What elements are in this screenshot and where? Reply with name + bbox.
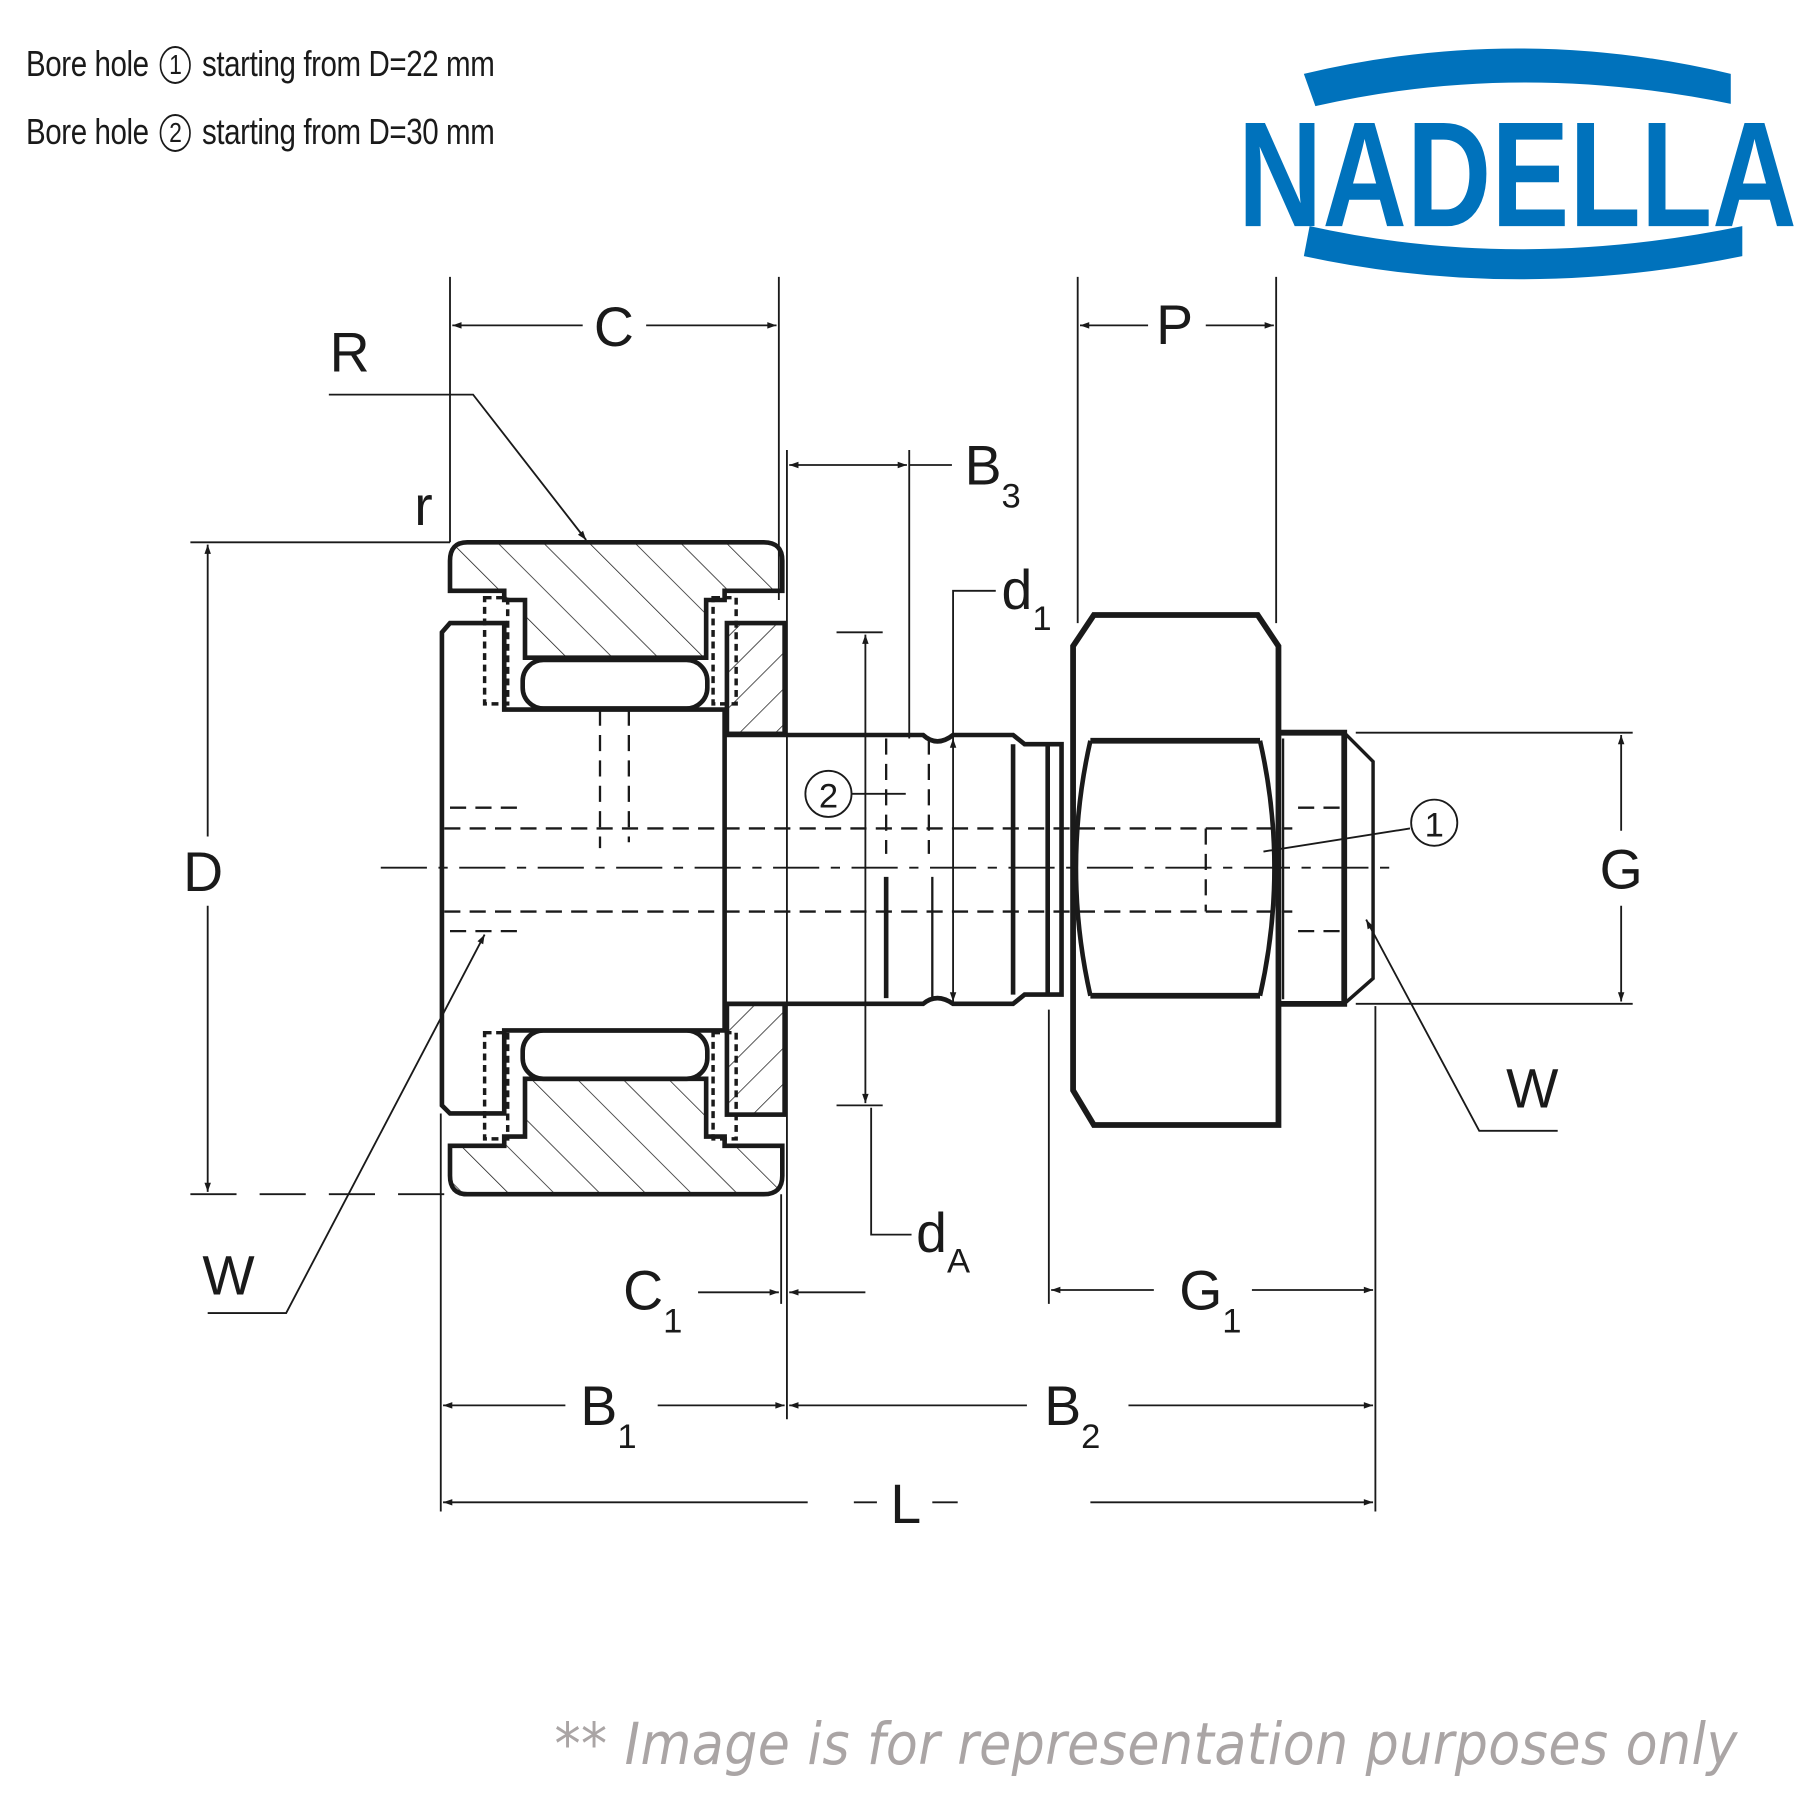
label-P: P bbox=[1156, 294, 1193, 356]
label-dA: dA bbox=[916, 1202, 971, 1281]
label-r: r bbox=[414, 475, 432, 537]
hole-marker-2: 2 bbox=[819, 778, 838, 816]
nadella-logo: NADELLA bbox=[1238, 48, 1797, 280]
logo-text: NADELLA bbox=[1238, 90, 1797, 258]
label-B3: B3 bbox=[965, 435, 1021, 516]
note-bore-hole-1: Bore hole 1 starting from D=22 mm bbox=[26, 43, 495, 84]
label-G1: G1 bbox=[1179, 1260, 1241, 1341]
label-d1: d1 bbox=[1002, 559, 1052, 638]
disclaimer-text: ** Image is for representation purposes … bbox=[554, 1710, 1738, 1778]
label-C: C bbox=[594, 296, 634, 358]
label-D: D bbox=[183, 841, 223, 903]
label-W-left: W bbox=[202, 1245, 255, 1307]
note-bore-hole-2: Bore hole 2 starting from D=30 mm bbox=[26, 111, 495, 152]
label-R: R bbox=[330, 322, 370, 384]
label-B1: B1 bbox=[580, 1375, 636, 1456]
bore-hole-notes: Bore hole 1 starting from D=22 mm Bore h… bbox=[26, 30, 495, 166]
circled-marker-1: 1 bbox=[159, 46, 191, 84]
hole-marker-1: 1 bbox=[1425, 807, 1444, 845]
label-G: G bbox=[1600, 838, 1643, 900]
label-W-right: W bbox=[1506, 1058, 1559, 1120]
label-B2: B2 bbox=[1044, 1375, 1100, 1456]
circled-marker-2: 2 bbox=[159, 114, 191, 152]
label-L: L bbox=[890, 1473, 921, 1535]
label-C1: C1 bbox=[623, 1260, 682, 1341]
